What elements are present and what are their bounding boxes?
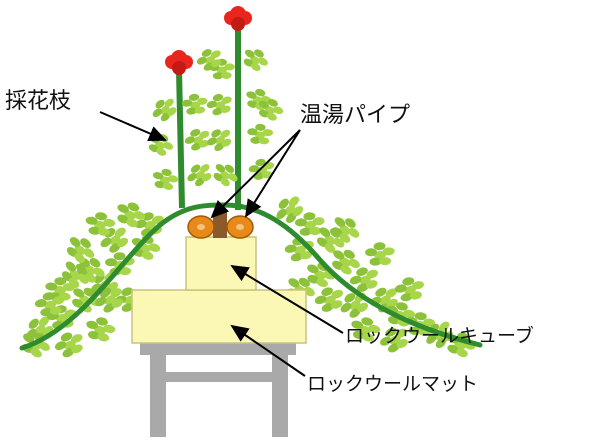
label-flower-stem: 採花枝 — [5, 89, 71, 114]
stand-leg-left — [150, 355, 166, 437]
stem-base — [213, 212, 227, 238]
stand — [140, 343, 296, 437]
leaf-cluster — [349, 267, 378, 292]
flowers — [165, 6, 252, 75]
arrow-pipe-right — [244, 129, 301, 218]
leaf-cluster — [34, 292, 65, 317]
stand-leg-right — [272, 355, 288, 437]
upright-foliage — [148, 49, 284, 190]
leaf-cluster — [314, 287, 344, 312]
upright-stems — [176, 27, 241, 210]
leaf-cluster — [95, 287, 123, 313]
leaf-cluster — [243, 49, 268, 72]
leaf-cluster — [61, 261, 89, 289]
leaf-cluster — [247, 123, 274, 145]
leaf-cluster — [86, 317, 116, 342]
label-rockwool-cube: ロックウールキューブ — [345, 324, 534, 347]
rockwool-cube — [185, 236, 257, 291]
leaf-cluster — [85, 212, 116, 236]
leaf-cluster — [331, 217, 360, 243]
leaf-cluster — [207, 129, 232, 151]
arrow-rockwool-mat — [230, 324, 306, 377]
foliage-clusters — [22, 196, 476, 358]
flower-stem-left — [176, 69, 185, 209]
rockwool-mat — [131, 289, 307, 344]
leaf-cluster — [365, 242, 395, 266]
leaf-cluster — [54, 332, 83, 358]
leaf-cluster — [196, 49, 222, 71]
label-rockwool-mat: ロックウールマット — [307, 373, 478, 395]
arrow-flower-stem — [99, 111, 167, 142]
leaf-cluster — [152, 168, 179, 190]
arrow-rockwool-cube — [230, 264, 344, 334]
leaf-cluster — [332, 249, 360, 275]
pipe-hole-left — [197, 224, 205, 230]
leaf-cluster — [66, 237, 95, 263]
leaf-cluster — [100, 227, 129, 253]
leaf-cluster — [117, 202, 146, 228]
leaf-cluster — [213, 164, 238, 187]
annotation-arrows — [99, 111, 344, 377]
arrow-pipe-left — [210, 129, 301, 219]
flower-right — [224, 6, 252, 31]
leaf-cluster — [295, 212, 325, 236]
leaf-cluster — [351, 317, 381, 342]
leaf-cluster — [206, 93, 232, 116]
leaf-cluster — [152, 98, 177, 122]
stand-crossbar — [150, 372, 288, 382]
pipe-hole-right — [236, 224, 244, 230]
stand-top — [140, 343, 296, 355]
leaf-cluster — [181, 93, 208, 115]
label-hot-water-pipe: 温湯パイプ — [300, 103, 410, 128]
hot-water-pipes — [187, 215, 254, 239]
flower-left — [165, 50, 193, 75]
leaf-cluster — [187, 164, 212, 187]
leaf-cluster — [380, 327, 408, 353]
leaf-cluster — [184, 129, 210, 151]
leaf-cluster — [394, 277, 424, 302]
leaf-cluster — [276, 196, 304, 224]
leaf-cluster — [258, 99, 284, 121]
